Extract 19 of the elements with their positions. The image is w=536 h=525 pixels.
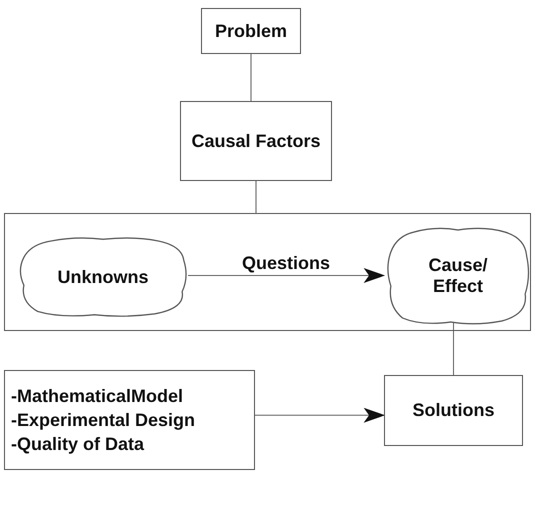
node-label: Causal Factors [191, 130, 321, 152]
node-label: Problem [214, 20, 288, 42]
list-box [4, 370, 255, 470]
process-box [180, 101, 332, 181]
container-box [4, 213, 531, 331]
list-item: -MathematicalModel [11, 385, 184, 408]
process-box [384, 375, 523, 446]
connector-line [250, 54, 252, 102]
connector-line [453, 322, 454, 376]
node-label: Unknowns [57, 266, 148, 288]
arrow [188, 268, 386, 283]
node-label: Solutions [412, 400, 494, 421]
cloud-shape [385, 226, 531, 326]
node-label: Cause/ Effect [427, 255, 489, 297]
process-box [201, 8, 301, 54]
cloud-shape [17, 236, 189, 318]
list-item: -Experimental Design [11, 409, 196, 432]
list-item: -Quality of Data [11, 433, 144, 456]
arrow [254, 408, 386, 423]
